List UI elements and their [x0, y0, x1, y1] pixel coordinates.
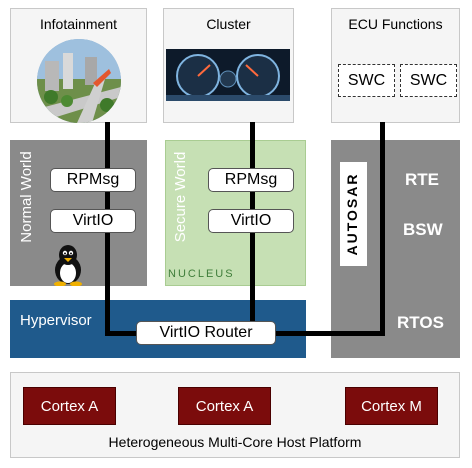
secure-virtio-box: VirtIO [208, 209, 294, 233]
swc-box-1: SWC [338, 64, 395, 97]
infotainment-box: Infotainment [10, 8, 147, 123]
normal-world-label: Normal World [18, 151, 35, 243]
cluster-box: Cluster [163, 8, 294, 123]
wire-ecu-down [380, 122, 385, 335]
hypervisor-label: Hypervisor [20, 312, 92, 329]
autosar-logo: AUTOSAR [340, 162, 367, 266]
core-cortex-a-2: Cortex A [178, 387, 271, 425]
swc-box-2: SWC [400, 64, 457, 97]
ecu-functions-title: ECU Functions [348, 16, 443, 32]
normal-rpmsg-box: RPMsg [50, 168, 136, 192]
infotainment-title: Infotainment [39, 16, 118, 32]
infotainment-map-image [37, 39, 121, 123]
rtos-label: RTOS [397, 313, 444, 332]
core-cortex-a-1: Cortex A [23, 387, 116, 425]
host-platform-caption: Heterogeneous Multi-Core Host Platform [108, 434, 362, 450]
cluster-title: Cluster [206, 16, 251, 32]
cluster-gauges-image [166, 49, 290, 101]
normal-virtio-box: VirtIO [50, 209, 136, 233]
rte-label: RTE [405, 170, 439, 189]
bsw-label: BSW [403, 220, 443, 239]
secure-world-label: Secure World [172, 151, 189, 243]
core-cortex-m: Cortex M [345, 387, 438, 425]
ecu-functions-box: ECU Functions SWC SWC [331, 8, 460, 123]
virtio-router-box: VirtIO Router [136, 321, 276, 345]
autosar-logo-text: AUTOSAR [344, 172, 360, 256]
nucleus-logo: NUCLEUS [168, 268, 235, 280]
secure-rpmsg-box: RPMsg [208, 168, 294, 192]
linux-tux-icon [50, 244, 86, 287]
